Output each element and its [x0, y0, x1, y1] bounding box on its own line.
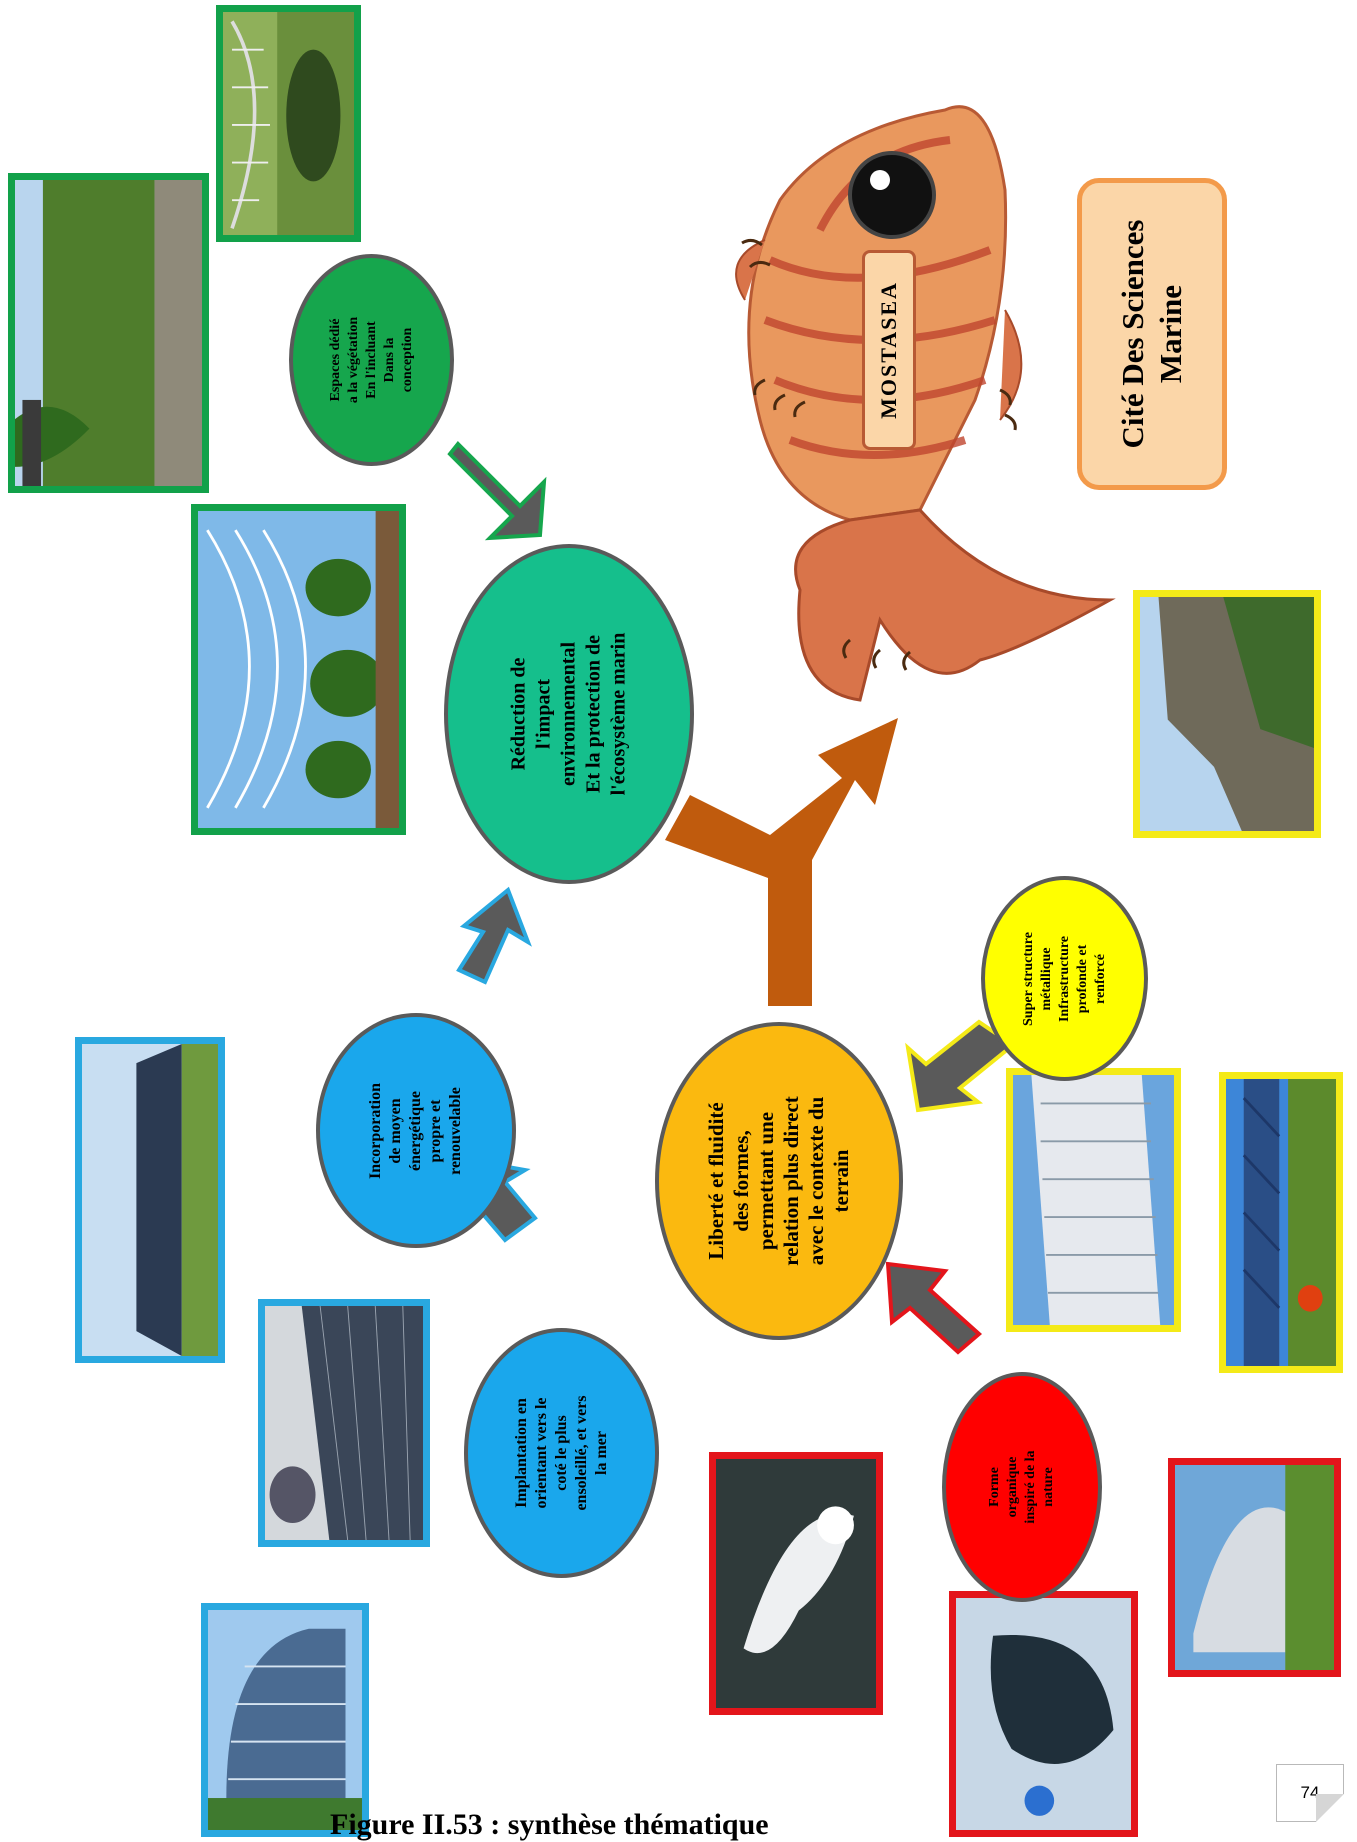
whale-shaped-building-photo: [949, 1591, 1138, 1837]
solar-panels-roof-photo: [258, 1299, 430, 1547]
fish-icon: [735, 105, 1116, 702]
arrow-icon: [447, 441, 547, 541]
curved-glass-building-photo: [201, 1603, 369, 1837]
greenhouse-arch-photo: [216, 5, 361, 242]
page-number: 74: [1276, 1764, 1344, 1822]
fish-label: MOSTASEA: [876, 281, 901, 419]
figure-caption: Figure II.53 : synthèse thématique: [330, 1808, 769, 1841]
branch-arrow-icon: [665, 718, 898, 1006]
arrow-icon: [456, 886, 532, 985]
organic-dome-photo: [1168, 1458, 1341, 1677]
arrow-icon: [905, 1019, 1017, 1113]
arrow-icon: [885, 1261, 983, 1355]
glass-building-lawn-photo: [191, 504, 406, 835]
aerial-white-building-photo: [709, 1452, 883, 1715]
fish-label-box: MOSTASEA: [862, 250, 916, 450]
solar-facade-photo: [75, 1037, 225, 1363]
rocky-coast-photo: [1133, 590, 1321, 838]
white-ribbed-building-photo: [1006, 1068, 1181, 1332]
blue-steel-structure-photo: [1219, 1072, 1343, 1373]
vegetated-wall-photo: [8, 173, 209, 493]
